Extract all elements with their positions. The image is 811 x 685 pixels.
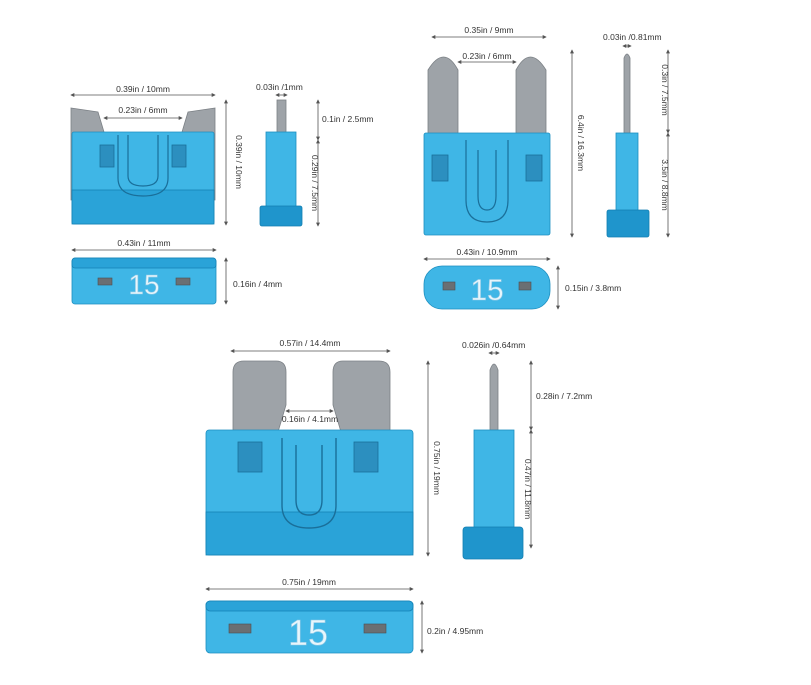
low-profile-right-window — [171, 144, 187, 168]
standard-left-blade — [232, 360, 287, 433]
low-profile-thickness-label: 0.03in /1mm — [256, 82, 303, 92]
standard-fuse-side-view — [462, 363, 524, 560]
low-profile-left-slot — [97, 277, 113, 286]
standard-body-lower — [205, 511, 414, 556]
mini-left-slot — [442, 281, 456, 291]
low-profile-top-rim — [71, 257, 217, 269]
standard-inner-link — [281, 438, 337, 529]
mini-fuse-top-view: 15 — [423, 265, 551, 310]
low-profile-top-depth-label: 0.16in / 4mm — [233, 279, 282, 289]
mini-side-body — [615, 132, 639, 214]
standard-rating: 15 — [288, 612, 328, 653]
low-profile-side-top-label: 0.1in / 2.5mm — [322, 114, 374, 124]
mini-inner-link-2 — [477, 150, 497, 211]
low-profile-right-slot — [175, 277, 191, 286]
low-profile-body-lower — [71, 189, 215, 225]
low-profile-dimensions-front: 0.39in / 10mm 0.23in / 6mm 0.39in / 10mm — [70, 84, 244, 226]
standard-dimensions-side: 0.026in /0.64mm 0.28in / 7.2mm 0.47in / … — [462, 340, 592, 549]
low-profile-rating: 15 — [128, 269, 159, 300]
low-profile-blade-gap-label: 0.23in / 6mm — [118, 105, 167, 115]
low-profile-fuse-front-view — [70, 107, 216, 225]
mini-side-blade — [623, 53, 631, 134]
mini-left-blade — [427, 56, 459, 136]
mini-inner-link — [465, 140, 509, 223]
low-profile-inner-link-2 — [127, 135, 159, 187]
standard-right-blade — [332, 360, 391, 433]
mini-dimensions-side: 0.03in /0.81mm 0.3in / 7.5mm 3.5in / 8.8… — [603, 32, 670, 238]
standard-left-window — [237, 441, 263, 473]
low-profile-left-window — [99, 144, 115, 168]
standard-side-base — [462, 526, 524, 560]
mini-top-width-label: 0.43in / 10.9mm — [457, 247, 518, 257]
standard-top-depth-label: 0.2in / 4.95mm — [427, 626, 483, 636]
mini-top-body — [423, 265, 551, 310]
mini-right-window — [525, 154, 543, 182]
low-profile-side-base — [259, 205, 303, 227]
low-profile-height-label: 0.39in / 10mm — [234, 135, 244, 189]
mini-blade-gap-label: 0.23in / 6mm — [462, 51, 511, 61]
standard-side-body-label: 0.47in / 11.8mm — [523, 459, 533, 519]
standard-fuse-front-view — [205, 360, 414, 556]
standard-dimensions-top: 0.75in / 19mm 0.2in / 4.95mm — [205, 577, 483, 654]
standard-side-body — [473, 429, 515, 531]
mini-side-top-label: 0.3in / 7.5mm — [660, 64, 670, 116]
low-profile-dimensions-top: 0.43in / 11mm 0.16in / 4mm — [71, 238, 282, 305]
low-profile-inner-link — [117, 135, 169, 197]
mini-dimensions-front: 0.35in / 9mm 0.23in / 6mm 6.4in / 16.3mm — [431, 25, 586, 238]
standard-right-slot — [363, 623, 387, 634]
mini-height-label: 6.4in / 16.3mm — [576, 115, 586, 171]
standard-blade-gap-label: 0.16in / 4.1mm — [282, 414, 338, 424]
standard-inner-link-2 — [295, 445, 323, 516]
standard-width-label: 0.57in / 14.4mm — [280, 338, 341, 348]
standard-right-window — [353, 441, 379, 473]
low-profile-dimensions-side: 0.03in /1mm 0.1in / 2.5mm 0.29in / 7.5mm — [256, 82, 374, 227]
standard-fuse-top-view: 15 — [205, 600, 414, 654]
mini-dimensions-top: 0.43in / 10.9mm 0.15in / 3.8mm — [423, 247, 621, 310]
mini-thickness-label: 0.03in /0.81mm — [603, 32, 662, 42]
standard-side-blade — [489, 363, 499, 431]
mini-width-label: 0.35in / 9mm — [464, 25, 513, 35]
mini-side-body-label: 3.5in / 8.8mm — [660, 159, 670, 211]
mini-left-window — [431, 154, 449, 182]
standard-dimensions-front: 0.57in / 14.4mm 0.16in / 4.1mm 0.75in / … — [230, 338, 442, 557]
standard-top-rim — [205, 600, 414, 612]
mini-right-blade — [515, 56, 547, 136]
mini-right-slot — [518, 281, 532, 291]
standard-height-label: 0.75in / 19mm — [432, 441, 442, 495]
mini-rating: 15 — [470, 274, 503, 307]
mini-fuse-front-view — [423, 56, 551, 236]
low-profile-side-body — [265, 131, 297, 211]
standard-side-top-label: 0.28in / 7.2mm — [536, 391, 592, 401]
low-profile-side-body-label: 0.29in / 7.5mm — [310, 155, 320, 211]
low-profile-top-width-label: 0.43in / 11mm — [117, 238, 170, 248]
mini-side-base — [606, 209, 650, 238]
standard-top-width-label: 0.75in / 19mm — [282, 577, 336, 587]
mini-top-depth-label: 0.15in / 3.8mm — [565, 283, 621, 293]
low-profile-fuse-side-view — [259, 99, 303, 227]
standard-thickness-label: 0.026in /0.64mm — [462, 340, 525, 350]
mini-body — [423, 132, 551, 236]
low-profile-width-label: 0.39in / 10mm — [116, 84, 170, 94]
low-profile-fuse-top-view: 15 — [71, 257, 217, 305]
standard-left-slot — [228, 623, 252, 634]
mini-fuse-side-view — [606, 53, 650, 238]
